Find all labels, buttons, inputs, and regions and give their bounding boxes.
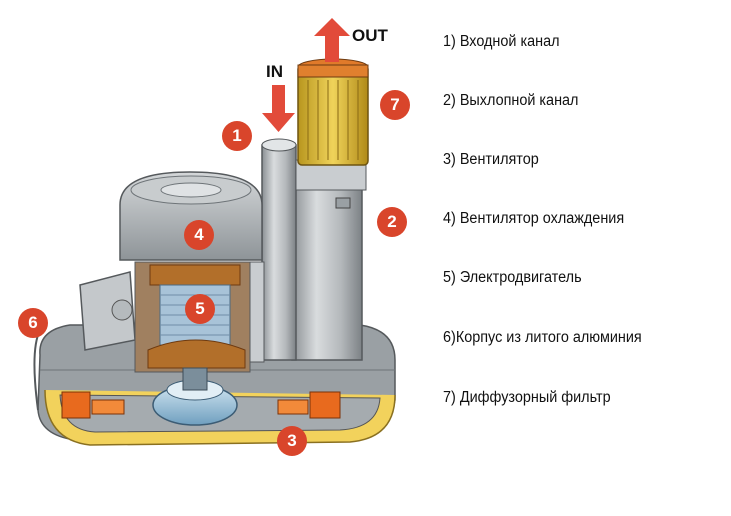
legend-item-4: 4) Вентилятор охлаждения <box>443 210 625 227</box>
inlet-arrow <box>262 85 295 132</box>
badge-1: 1 <box>222 121 252 151</box>
blower-cutaway-illustration <box>33 18 396 446</box>
outlet-label: OUT <box>352 26 388 45</box>
badge-5: 5 <box>185 294 215 324</box>
outlet-arrow <box>314 18 350 62</box>
exhaust-channel <box>261 138 367 361</box>
badge-7: 7 <box>380 90 410 120</box>
electric-motor <box>134 261 265 373</box>
badge-2: 2 <box>377 207 407 237</box>
legend-item-6: 6)Корпус из литого алюминия <box>443 329 642 346</box>
terminal-box <box>79 271 136 351</box>
legend-item-3: 3) Вентилятор <box>443 151 539 168</box>
legend: 1) Входной канал 2) Выхлопной канал 3) В… <box>443 0 728 430</box>
badge-4: 4 <box>184 220 214 250</box>
legend-item-1: 1) Входной канал <box>443 33 560 50</box>
impeller <box>152 367 238 426</box>
legend-item-7: 7) Диффузорный фильтр <box>443 389 611 406</box>
legend-item-2: 2) Выхлопной канал <box>443 92 579 109</box>
inlet-label: IN <box>266 62 283 81</box>
badge-6: 6 <box>18 308 48 338</box>
motor-cover <box>119 171 263 261</box>
badge-3: 3 <box>277 426 307 456</box>
legend-item-5: 5) Электродвигатель <box>443 269 582 286</box>
diffuser-filter <box>297 58 369 166</box>
